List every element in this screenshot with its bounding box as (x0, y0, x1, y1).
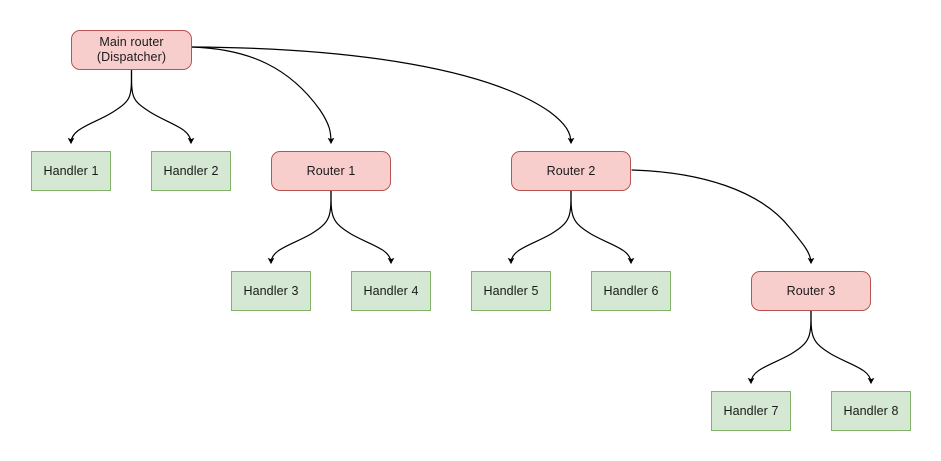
edge-main-handler-2 (130, 69, 195, 144)
edges-group (67, 46, 875, 384)
node-label-handler-7: Handler 7 (723, 403, 779, 418)
node-router-1[interactable]: Router 1 (271, 151, 391, 191)
node-label-handler-2: Handler 2 (163, 163, 219, 178)
node-label-handler-5: Handler 5 (483, 283, 539, 298)
node-handler-1[interactable]: Handler 1 (31, 151, 111, 191)
node-handler-5[interactable]: Handler 5 (471, 271, 551, 311)
edge-router-1-handler-4 (330, 190, 395, 264)
node-label-main-router: Main router (Dispatcher) (96, 35, 167, 64)
node-label-router-3: Router 3 (786, 283, 836, 298)
edge-router-1-handler-3 (267, 190, 332, 264)
node-handler-6[interactable]: Handler 6 (591, 271, 671, 311)
edge-main-router-2 (191, 46, 575, 145)
node-label-router-1: Router 1 (306, 163, 356, 178)
edge-main-handler-1 (67, 69, 133, 144)
node-label-handler-8: Handler 8 (843, 403, 899, 418)
node-main-router[interactable]: Main router (Dispatcher) (71, 30, 192, 70)
node-handler-7[interactable]: Handler 7 (711, 391, 791, 431)
node-label-handler-3: Handler 3 (243, 283, 299, 298)
edge-router-3-handler-7 (747, 310, 812, 384)
edge-router-3-handler-8 (810, 310, 875, 384)
edge-main-router-1 (191, 46, 335, 145)
node-handler-3[interactable]: Handler 3 (231, 271, 311, 311)
node-handler-2[interactable]: Handler 2 (151, 151, 231, 191)
node-handler-4[interactable]: Handler 4 (351, 271, 431, 311)
edge-router-2-router-3 (631, 169, 815, 264)
edge-router-2-handler-6 (570, 190, 635, 264)
node-handler-8[interactable]: Handler 8 (831, 391, 911, 431)
edge-router-2-handler-5 (507, 190, 572, 264)
node-label-handler-6: Handler 6 (603, 283, 659, 298)
node-label-handler-1: Handler 1 (43, 163, 99, 178)
node-router-2[interactable]: Router 2 (511, 151, 631, 191)
node-label-handler-4: Handler 4 (363, 283, 419, 298)
node-router-3[interactable]: Router 3 (751, 271, 871, 311)
node-label-router-2: Router 2 (546, 163, 596, 178)
